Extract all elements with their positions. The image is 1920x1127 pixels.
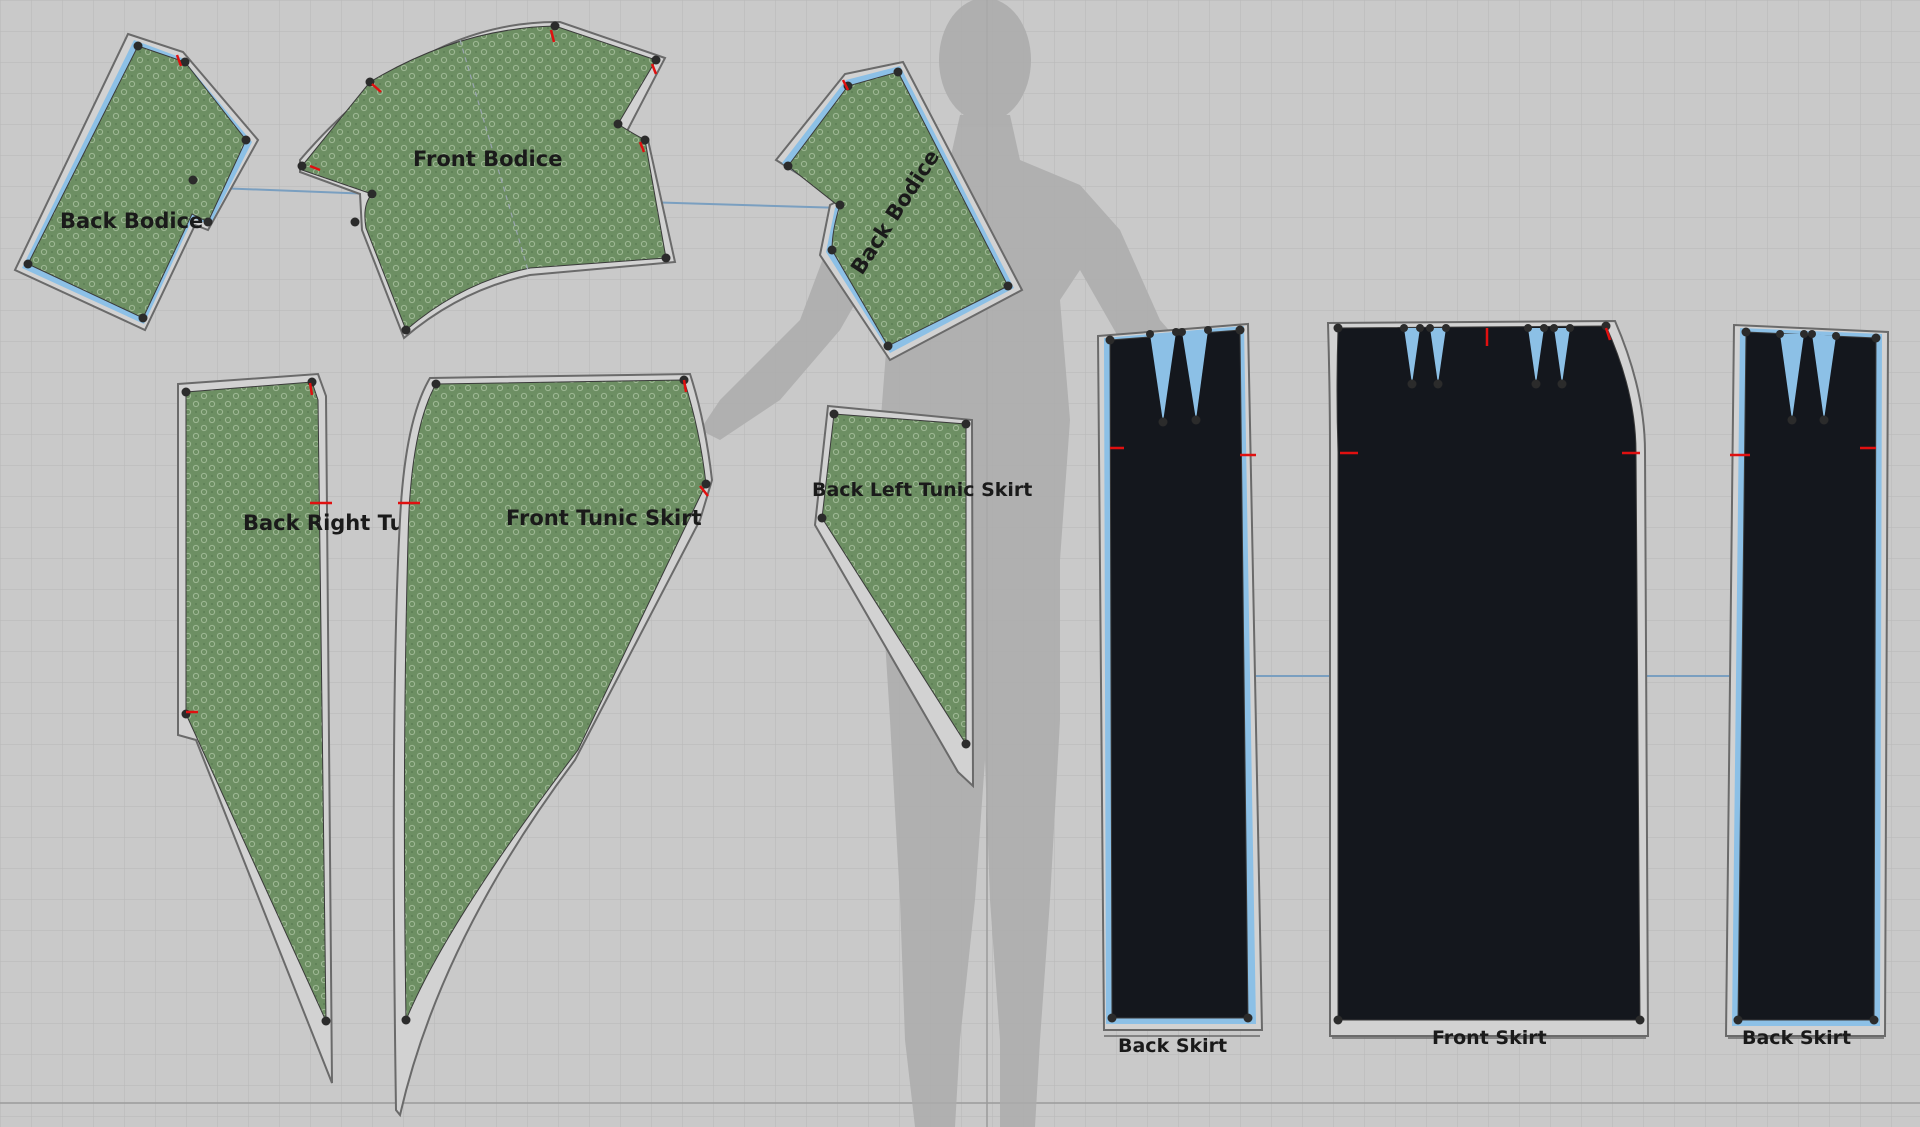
back-bodice-right-piece[interactable]: Back Bodice bbox=[774, 60, 1024, 362]
front-bodice-label: Front Bodice bbox=[413, 147, 562, 171]
back-bodice-left-piece[interactable]: Back Bodice bbox=[13, 32, 260, 332]
back-skirt-right-piece[interactable]: Back Skirt bbox=[1724, 323, 1890, 1049]
front-skirt-piece[interactable]: Front Skirt bbox=[1326, 319, 1650, 1049]
back-left-tunic-skirt-piece[interactable]: Back Left Tunic Skirt bbox=[812, 404, 1032, 789]
back-skirt-left-label: Back Skirt bbox=[1118, 1035, 1227, 1057]
back-skirt-left-piece[interactable]: Back Skirt bbox=[1096, 322, 1264, 1057]
back-left-tunic-skirt-label: Back Left Tunic Skirt bbox=[812, 479, 1032, 501]
back-skirt-right-label: Back Skirt bbox=[1742, 1027, 1851, 1049]
back-bodice-left-label: Back Bodice bbox=[60, 209, 203, 233]
front-tunic-skirt-label: Front Tunic Skirt bbox=[506, 506, 702, 530]
front-tunic-skirt-piece[interactable]: Front Tunic Skirt bbox=[392, 372, 714, 1118]
front-bodice-piece[interactable]: Front Bodice bbox=[297, 20, 677, 340]
front-skirt-label: Front Skirt bbox=[1432, 1027, 1547, 1049]
